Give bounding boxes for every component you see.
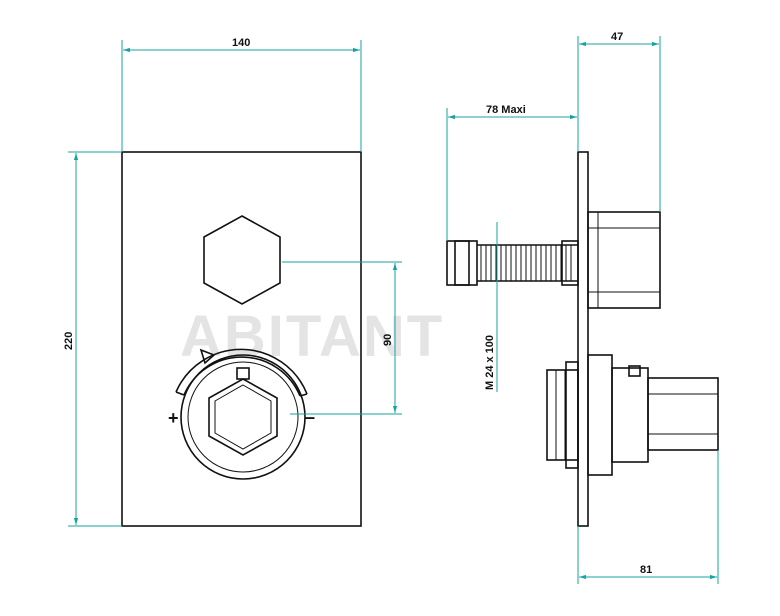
threaded-stem xyxy=(477,240,579,286)
dim-height-label: 220 xyxy=(63,332,75,350)
thread-label: M 24 x 100 xyxy=(484,335,496,390)
hot-marker-icon xyxy=(199,348,216,365)
hex-cap xyxy=(203,215,281,305)
front-view: + – xyxy=(121,151,362,527)
bottom-knob-side xyxy=(546,361,579,469)
minus-symbol: – xyxy=(305,407,315,427)
knob-ring-outer xyxy=(180,354,306,480)
dim-47-label: 47 xyxy=(611,31,623,43)
cover-plate xyxy=(121,151,362,527)
dim-90-label: 90 xyxy=(382,334,394,346)
plus-symbol: + xyxy=(168,408,179,428)
knob-hex-inner xyxy=(214,384,272,450)
dim-78-maxi-label: 78 Maxi xyxy=(486,104,526,116)
knob-pointer xyxy=(236,367,250,380)
stem-cap xyxy=(446,240,478,286)
knob-ring-inner xyxy=(187,361,299,473)
knob-hex xyxy=(208,378,278,456)
thermostatic-knob: + – xyxy=(168,348,315,480)
side-view xyxy=(446,151,719,527)
top-body xyxy=(587,211,661,309)
front-dimensions: 140 220 90 xyxy=(63,37,402,527)
dim-width-label: 140 xyxy=(232,37,250,49)
temperature-arc-inner xyxy=(183,356,301,397)
bottom-body xyxy=(587,354,719,476)
dim-81-label: 81 xyxy=(640,564,652,576)
side-dimensions: 47 78 Maxi M 24 x 100 81 xyxy=(446,31,719,584)
side-plate xyxy=(577,151,589,527)
temperature-arc-outer xyxy=(175,348,308,395)
